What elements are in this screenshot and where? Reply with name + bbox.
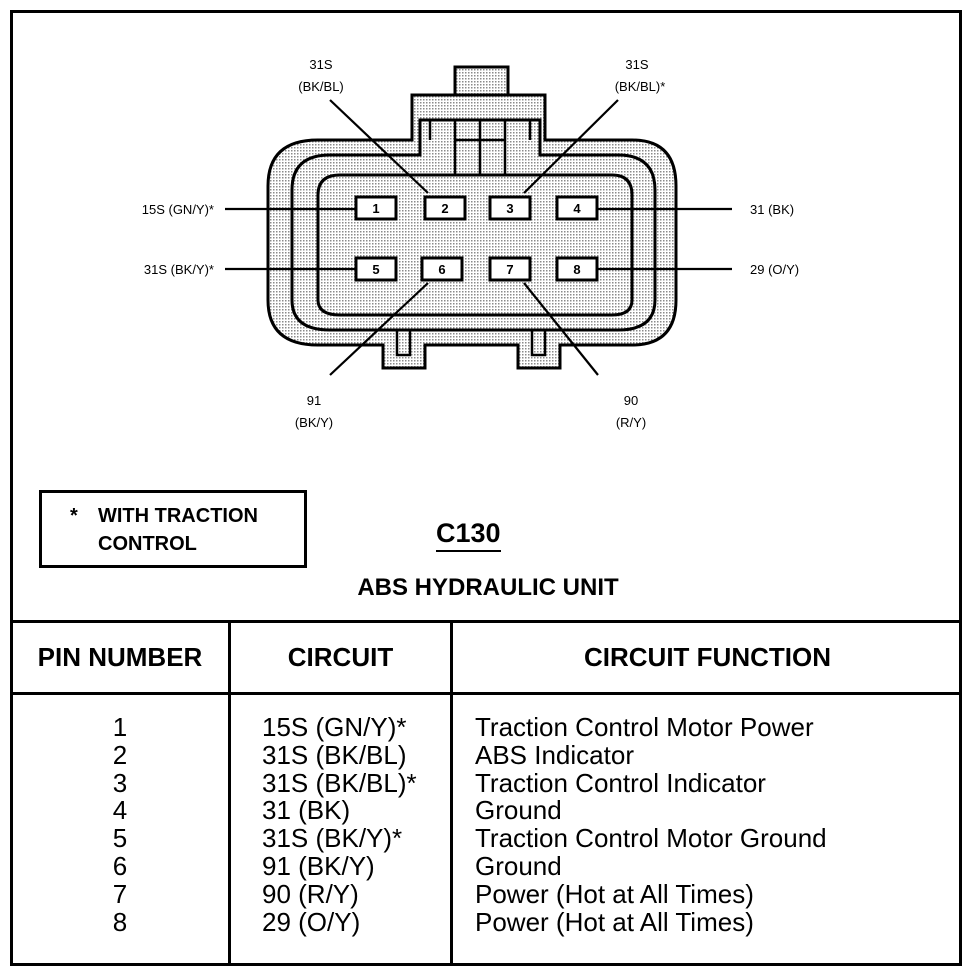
pin-2: 2 [423, 195, 467, 221]
connector-diagram: 1 2 3 4 5 6 7 8 31S (BK/BL) 31S (BK/BL)*… [142, 57, 799, 430]
pin-8: 8 [555, 256, 599, 282]
pin-number-cell: 5 [112, 823, 128, 854]
pin-6-number: 6 [438, 262, 445, 277]
circuit-function-cell: Power (Hot at All Times) [475, 906, 754, 937]
pin-number-cell: 8 [112, 906, 128, 937]
wire-label-left-lower: 31S (BK/Y)* [144, 262, 214, 277]
table-divider-2 [450, 620, 453, 966]
wire-label-top-right-circuit: 31S [625, 57, 648, 72]
header-circuit-function: CIRCUIT FUNCTION [584, 642, 831, 672]
pin-3-number: 3 [506, 201, 513, 216]
wire-label-top-right-color: (BK/BL)* [615, 79, 666, 94]
pin-number-cell: 7 [112, 878, 128, 909]
unit-title: ABS HYDRAULIC UNIT [357, 574, 619, 601]
wire-label-bottom-right-color: (R/Y) [616, 415, 646, 430]
wire-label-bottom-right-circuit: 90 [624, 393, 638, 408]
table-top-rule [10, 620, 962, 623]
wire-label-right-upper: 31 (BK) [750, 202, 794, 217]
wire-label-bottom-left-color: (BK/Y) [295, 415, 333, 430]
footnote-asterisk: * [70, 505, 78, 527]
pin-3: 3 [488, 195, 532, 221]
table-header-rule [10, 692, 962, 695]
circuit-function-cell: ABS Indicator [475, 739, 634, 770]
pin-5: 5 [354, 256, 398, 282]
circuit-function-cell: Ground [475, 795, 562, 826]
connector-housing [266, 65, 678, 370]
circuit-cell: 90 (R/Y) [262, 878, 359, 909]
header-circuit: CIRCUIT [287, 642, 394, 672]
circuit-cell: 31 (BK) [262, 795, 351, 826]
pin-4-number: 4 [573, 201, 581, 216]
pin-number-cell: 3 [112, 767, 128, 798]
circuit-function-cell: Traction Control Motor Power [475, 712, 814, 742]
circuit-function-cell: Traction Control Indicator [475, 767, 766, 798]
circuit-cell: 31S (BK/BL)* [262, 767, 417, 798]
table-divider-1 [228, 620, 231, 966]
wire-label-top-left-color: (BK/BL) [298, 79, 344, 94]
pin-7-number: 7 [506, 262, 513, 277]
wire-label-top-left-circuit: 31S [309, 57, 332, 72]
wire-labels: 31S (BK/BL) 31S (BK/BL)* 15S (GN/Y)* 31S… [142, 57, 799, 430]
page-frame [10, 10, 962, 966]
pin-4: 4 [555, 195, 599, 221]
circuit-function-cell: Ground [475, 850, 562, 881]
header-pin-number: PIN NUMBER [37, 642, 203, 672]
circuit-function-cell: Power (Hot at All Times) [475, 878, 754, 909]
pin-1: 1 [354, 195, 398, 221]
pin-5-number: 5 [372, 262, 379, 277]
pin-1-number: 1 [372, 201, 379, 216]
wire-label-left-upper: 15S (GN/Y)* [142, 202, 214, 217]
wire-label-bottom-left-circuit: 91 [307, 393, 321, 408]
circuit-cell: 91 (BK/Y) [262, 850, 375, 881]
pin-number-cell: 4 [112, 795, 128, 826]
pin-number-cell: 1 [112, 712, 128, 742]
pin-8-number: 8 [573, 262, 580, 277]
pin-number-cell: 2 [112, 739, 128, 770]
footnote-text: WITH TRACTION CONTROL [98, 505, 258, 555]
pin-7: 7 [488, 256, 532, 282]
circuit-function-cell: Traction Control Motor Ground [475, 823, 827, 854]
pin-2-number: 2 [441, 201, 448, 216]
circuit-cell: 29 (O/Y) [262, 906, 361, 937]
wire-leaders [225, 99, 732, 376]
pin-number-cell: 6 [112, 850, 128, 881]
circuit-cell: 15S (GN/Y)* [262, 712, 407, 742]
wire-label-right-lower: 29 (O/Y) [750, 262, 799, 277]
pin-6: 6 [420, 256, 464, 282]
circuit-cell: 31S (BK/Y)* [262, 823, 403, 854]
circuit-cell: 31S (BK/BL) [262, 739, 407, 770]
circuit-column: 15S (GN/Y)*31S (BK/BL)31S (BK/BL)*31 (BK… [262, 712, 450, 937]
connector-id: C130 [436, 518, 501, 552]
footnote-box: * WITH TRACTION CONTROL [39, 490, 307, 568]
